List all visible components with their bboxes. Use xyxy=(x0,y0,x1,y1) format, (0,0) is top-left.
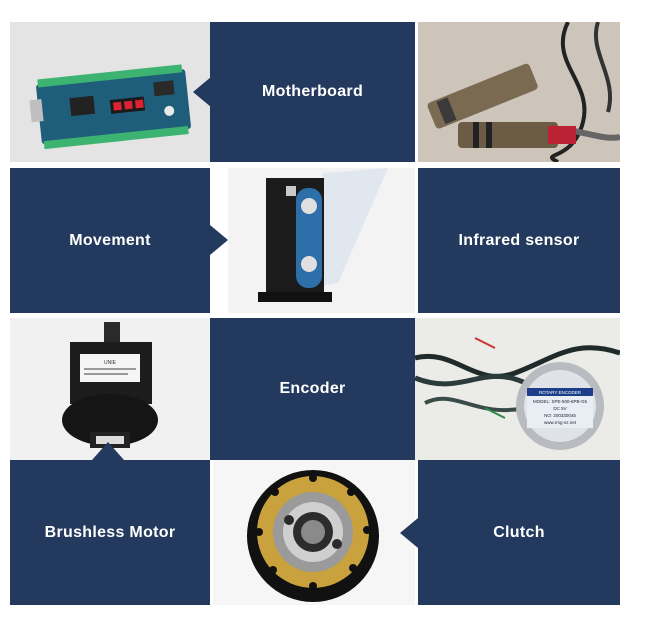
encoder-label: Encoder xyxy=(279,380,346,397)
movement-pointer xyxy=(210,225,228,255)
encoder-voltage-text: DC 5V xyxy=(553,406,566,411)
clutch-pointer xyxy=(400,518,418,548)
encoder-url-text: www.rmg-sz.net xyxy=(544,420,577,425)
motherboard-photo xyxy=(10,22,210,162)
motherboard-panel: Motherboard xyxy=(210,22,415,162)
infrared-sensor-panel: Infrared sensor xyxy=(418,168,620,313)
motor-brand-text: UNIE xyxy=(104,360,117,366)
encoder-serial-text: NO: 200330045 xyxy=(544,413,576,418)
encoder-brand-text: ROTARY ENCODER xyxy=(539,390,582,395)
encoder-panel: Encoder xyxy=(210,318,415,460)
brushless-motor-pointer xyxy=(92,442,124,460)
motherboard-pointer xyxy=(193,77,211,107)
brushless-motor-photo: UNIE xyxy=(10,318,210,460)
brushless-motor-panel: Brushless Motor xyxy=(10,460,210,605)
movement-panel: Movement xyxy=(10,168,210,313)
encoder-model-text: MODEL: SPE-500-6PB-G5 xyxy=(533,399,588,404)
movement-photo xyxy=(228,168,415,313)
clutch-photo xyxy=(213,460,415,605)
infrared-sensor-label: Infrared sensor xyxy=(458,231,580,249)
movement-label: Movement xyxy=(69,231,151,249)
encoder-photo: ROTARY ENCODER MODEL: SPE-500-6PB-G5 DC … xyxy=(415,318,620,460)
brushless-motor-label: Brushless Motor xyxy=(44,523,176,541)
clutch-label: Clutch xyxy=(493,523,545,541)
infrared-sensor-photo xyxy=(418,22,620,162)
clutch-panel: Clutch xyxy=(418,460,620,605)
motherboard-label: Motherboard xyxy=(261,83,364,100)
